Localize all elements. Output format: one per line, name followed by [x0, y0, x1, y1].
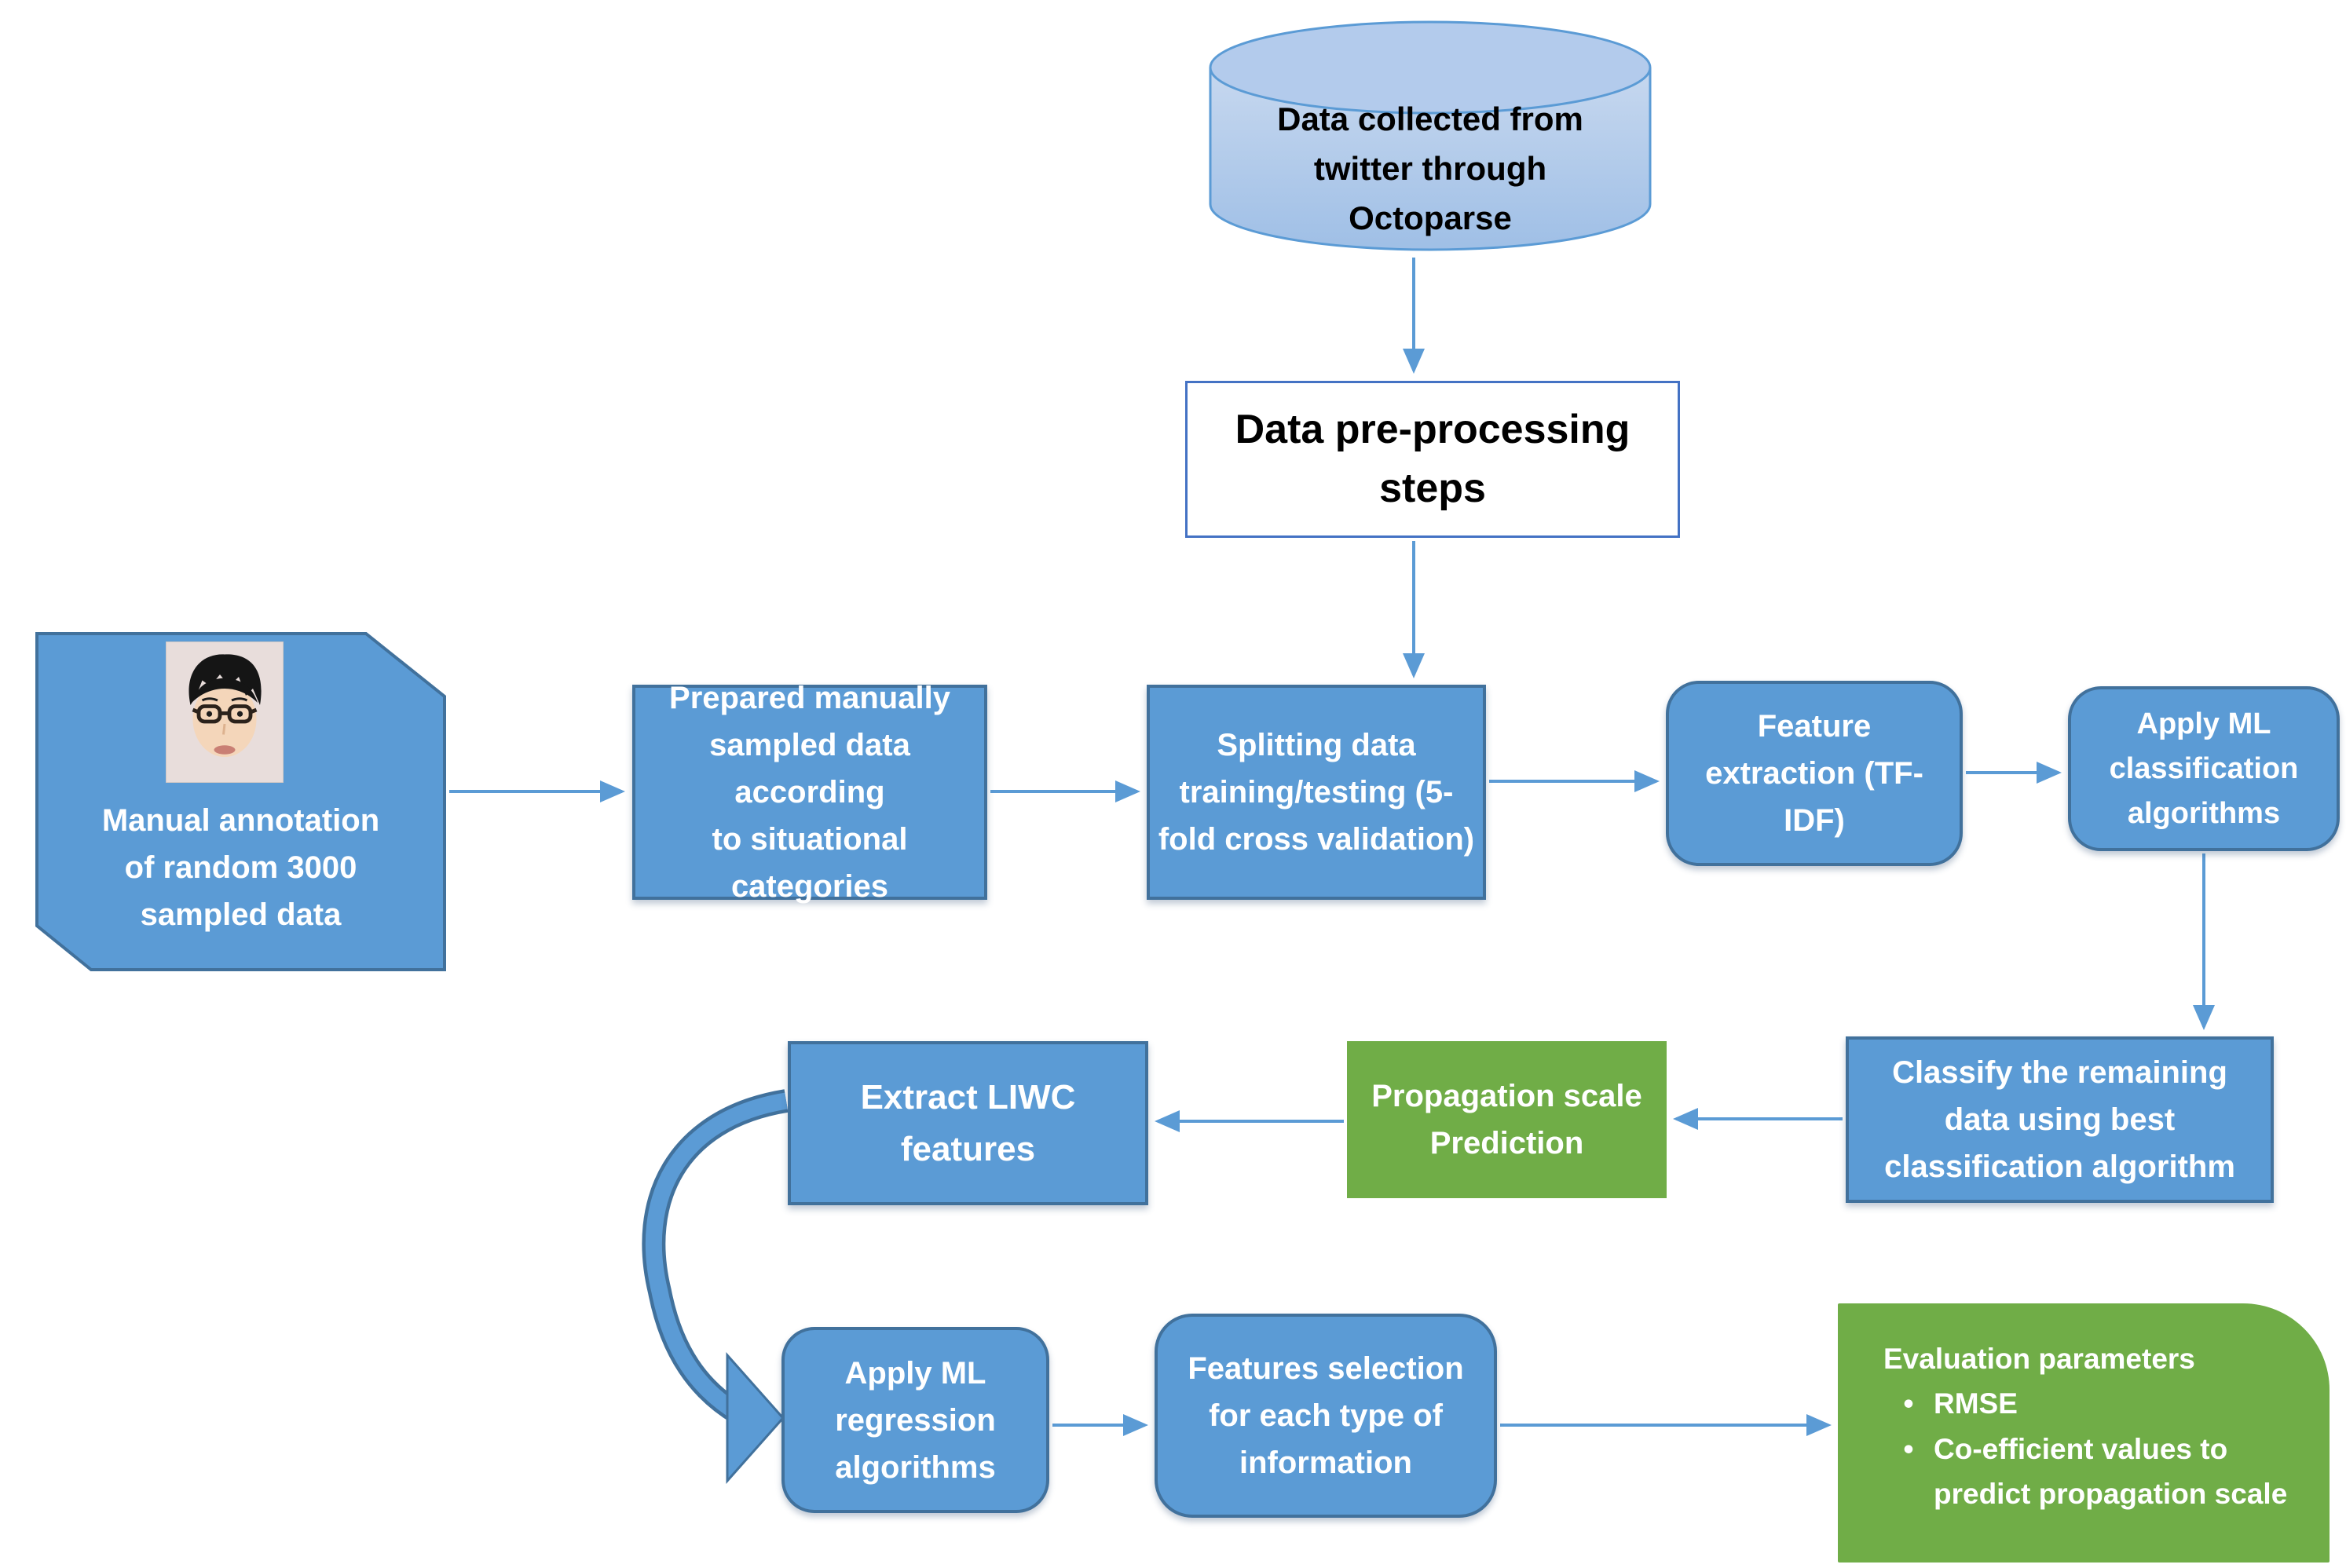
node-propagation-prediction-label: Propagation scale Prediction: [1371, 1079, 1642, 1160]
evaluation-bullet-coefficient: • Co-efficient values to predict propaga…: [1883, 1427, 2298, 1517]
node-extract-liwc-label: Extract LIWC features: [860, 1077, 1076, 1168]
database-cylinder-icon: [1209, 20, 1652, 251]
node-feature-extraction-label: Feature extraction (TF- IDF): [1705, 709, 1923, 838]
node-apply-classification: Apply ML classification algorithms: [2068, 686, 2340, 851]
node-propagation-prediction: Propagation scale Prediction: [1347, 1041, 1667, 1198]
node-evaluation-heading: Evaluation parameters: [1883, 1343, 2195, 1375]
node-manual-annotation: Manual annotation of random 3000 sampled…: [35, 632, 446, 971]
node-classify-remaining: Classify the remaining data using best c…: [1846, 1036, 2274, 1203]
evaluation-bullet-rmse-label: RMSE: [1934, 1387, 2018, 1420]
evaluation-bullet-coefficient-label: Co-efficient values to predict propagati…: [1934, 1432, 2288, 1511]
node-preprocessing: Data pre-processing steps: [1185, 381, 1680, 538]
evaluation-bullet-rmse: • RMSE: [1883, 1381, 2298, 1426]
node-classify-remaining-label: Classify the remaining data using best c…: [1884, 1055, 2235, 1184]
person-avatar: [166, 641, 284, 783]
node-apply-regression-label: Apply ML regression algorithms: [835, 1355, 996, 1485]
node-splitting-label: Splitting data training/testing (5- fold…: [1158, 728, 1475, 857]
node-evaluation: Evaluation parameters • RMSE • Co-effici…: [1838, 1303, 2330, 1563]
node-prepared-data-label: Prepared manually sampled data according…: [669, 681, 950, 904]
snip-corner-shape: [35, 632, 446, 971]
node-apply-regression: Apply ML regression algorithms: [781, 1327, 1049, 1513]
node-feature-selection-label: Features selection for each type of info…: [1188, 1351, 1464, 1480]
node-data-source: Data collected from twitter through Octo…: [1208, 19, 1652, 254]
node-feature-extraction: Feature extraction (TF- IDF): [1666, 681, 1963, 866]
arrow-liwc-to-regression: [642, 1089, 789, 1484]
bullet-icon: •: [1903, 1387, 1914, 1420]
node-feature-selection: Features selection for each type of info…: [1155, 1314, 1497, 1518]
node-apply-classification-label: Apply ML classification algorithms: [2109, 707, 2299, 830]
node-preprocessing-label: Data pre-processing steps: [1235, 406, 1630, 511]
node-extract-liwc: Extract LIWC features: [788, 1041, 1148, 1205]
node-manual-annotation-label: Manual annotation of random 3000 sampled…: [101, 803, 380, 932]
node-prepared-data: Prepared manually sampled data according…: [632, 681, 987, 904]
bullet-icon: •: [1903, 1432, 1914, 1465]
node-splitting: Splitting data training/testing (5- fold…: [1147, 685, 1486, 900]
node-data-source-label: Data collected from twitter through Octo…: [1277, 101, 1583, 236]
